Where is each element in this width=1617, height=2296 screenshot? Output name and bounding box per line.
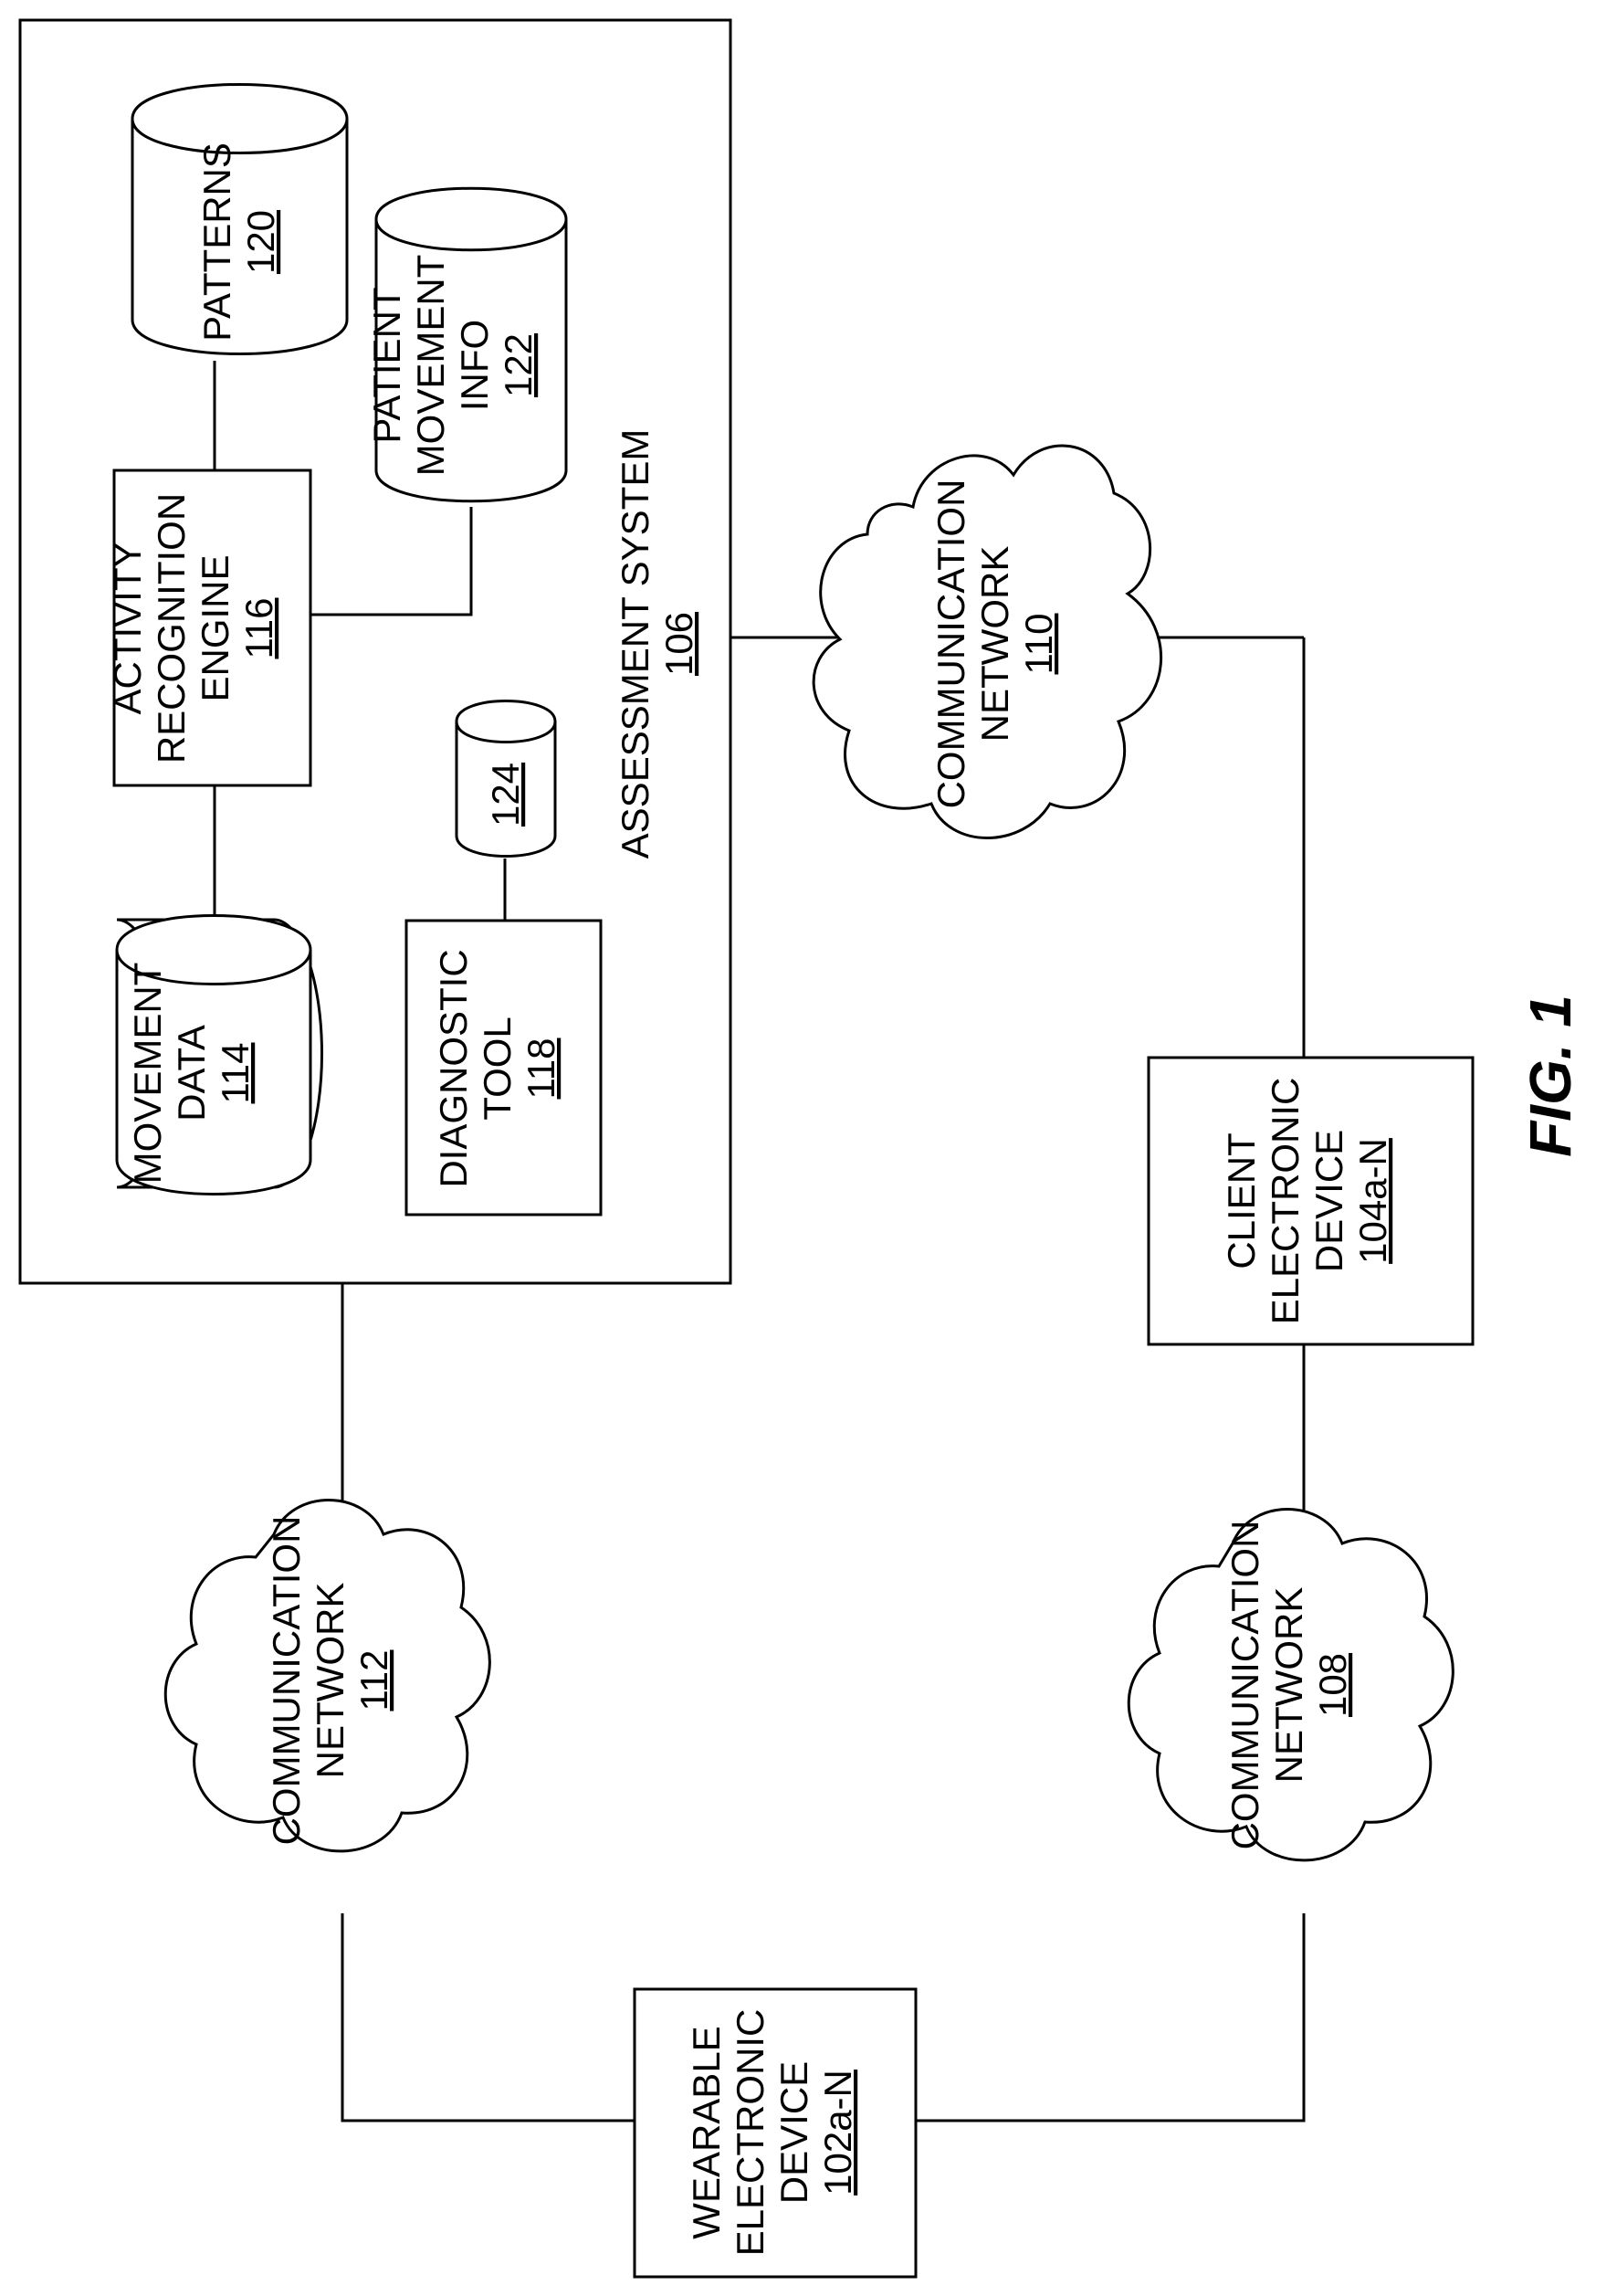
activity-engine-ref: 116 [237, 598, 280, 659]
client-device-line1: CLIENT [1220, 1132, 1263, 1269]
assessment-system-label: ASSESSMENT SYSTEM 106 [614, 429, 700, 859]
network-110-line2: NETWORK [973, 546, 1016, 743]
patterns-line1: PATTERNS [195, 142, 238, 342]
activity-engine-line1: ACTIVITY [106, 542, 149, 714]
network-108-ref: 108 [1311, 1653, 1354, 1717]
figure-label: FIG. 1 [1517, 995, 1583, 1157]
network-112-line1: COMMUNICATION [265, 1516, 308, 1846]
network-112-ref: 112 [352, 1650, 395, 1711]
assessment-system-ref: 106 [657, 612, 700, 676]
wearable-device-line3: DEVICE [772, 2061, 815, 2204]
assessment-system-name: ASSESSMENT SYSTEM [614, 429, 656, 859]
network-110-ref: 110 [1017, 614, 1060, 675]
movement-data-line1: MOVEMENT [126, 963, 169, 1185]
patient-info-ref: 122 [497, 333, 540, 397]
wearable-device-line1: WEARABLE [685, 2026, 728, 2238]
movement-data-ref: 114 [214, 1043, 257, 1104]
diagnostic-tool-ref: 118 [520, 1038, 562, 1100]
activity-engine-line3: ENGINE [194, 554, 236, 701]
patient-info-line2: MOVEMENT [409, 255, 452, 477]
patient-info-line3: INFO [453, 320, 496, 411]
diagnostic-tool-line2: TOOL [476, 1016, 519, 1121]
client-device-line3: DEVICE [1307, 1130, 1350, 1272]
network-110-line1: COMMUNICATION [929, 479, 972, 809]
activity-engine-line2: RECOGNITION [150, 493, 193, 764]
client-device-line2: ELECTRONIC [1264, 1078, 1307, 1325]
store-124-label: 124 [484, 763, 527, 827]
network-112-line2: NETWORK [309, 1583, 352, 1779]
movement-data-line2: DATA [170, 1025, 213, 1122]
wearable-device-line2: ELECTRONIC [729, 2009, 772, 2257]
wire-engine-to-patient-info [310, 507, 471, 615]
patterns-ref: 120 [239, 210, 282, 274]
patient-info-line1: PATIENT [365, 287, 408, 443]
figure-label-group: FIG. 1 [1517, 995, 1583, 1157]
wearable-device-ref: 102a-N [816, 2070, 859, 2196]
client-device-ref: 104a-N [1351, 1138, 1394, 1264]
wire-wearable-to-network-108 [916, 1913, 1304, 2121]
wire-network-112-to-wearable [342, 1913, 635, 2121]
network-108-line1: COMMUNICATION [1223, 1521, 1266, 1850]
store-124-ref: 124 [484, 763, 527, 827]
network-108-line2: NETWORK [1267, 1587, 1310, 1784]
diagnostic-tool-line1: DIAGNOSTIC [432, 949, 475, 1187]
